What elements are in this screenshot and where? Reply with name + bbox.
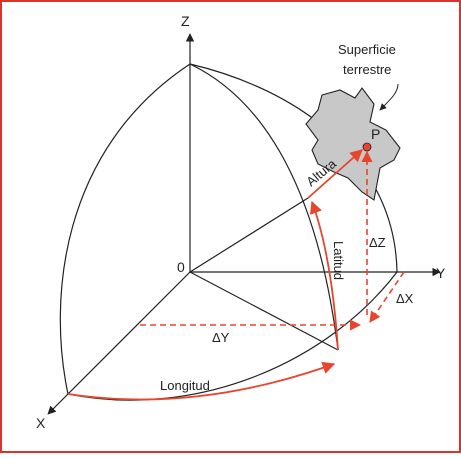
surface-label-line1: Superficie	[338, 42, 396, 57]
point-p-label: P	[371, 126, 380, 142]
delta-z-label: ΔZ	[369, 235, 386, 250]
x-axis	[47, 271, 191, 415]
longitud-label: Longitud	[160, 378, 210, 393]
delta-y-label: ΔY	[212, 330, 230, 345]
surface-label-line2: terrestre	[343, 62, 391, 77]
point-p-marker	[362, 142, 372, 152]
origin-label: 0	[177, 259, 185, 275]
radius-to-equator	[189, 271, 339, 351]
equator-arc	[67, 271, 398, 401]
axis-y-label: Y	[436, 265, 446, 281]
latitud-arrow	[310, 200, 339, 351]
surface-label-leader	[379, 83, 399, 111]
meridian-arc-xz	[59, 63, 191, 395]
axis-x-label: X	[36, 415, 46, 431]
delta-x-label: ΔX	[396, 291, 414, 306]
latitud-label: Latitud	[331, 241, 346, 280]
altura-arrow	[307, 149, 363, 199]
delta-x-dashed	[369, 271, 405, 323]
axis-z-label: Z	[181, 13, 190, 29]
meridian-arc-p	[189, 63, 339, 351]
radius-to-surface	[189, 197, 309, 273]
earth-surface-patch	[305, 87, 401, 201]
longitud-arrow	[67, 361, 336, 401]
